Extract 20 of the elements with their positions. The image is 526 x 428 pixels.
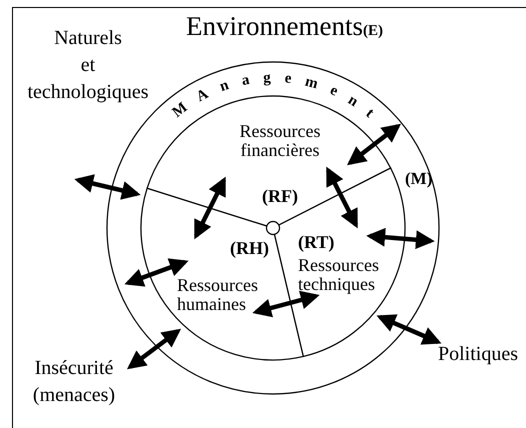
double-arrow <box>326 166 358 228</box>
double-arrow <box>252 290 320 318</box>
abbreviation-label: (RH) <box>230 239 269 258</box>
abbreviation-label: (RF) <box>262 187 298 206</box>
double-arrow <box>347 124 401 166</box>
double-arrow <box>74 174 141 200</box>
abbreviation-label: (M) <box>405 170 432 188</box>
abbreviation-label: (RT) <box>298 233 334 252</box>
environment-label: Insécurité (menaces) <box>24 355 124 409</box>
double-arrow <box>366 228 435 250</box>
environment-label: Naturels et technologiques <box>22 25 154 106</box>
title: Environnements(E) <box>186 12 383 40</box>
double-arrow <box>376 314 442 345</box>
double-arrow <box>124 258 189 287</box>
sector-label: Ressources financières <box>238 122 322 160</box>
sector-label: Ressources techniques <box>298 256 380 294</box>
double-arrow <box>194 176 226 240</box>
sector-label: Ressources humaines <box>177 276 259 314</box>
double-arrow <box>126 328 182 370</box>
environment-label: Politiques <box>438 344 518 365</box>
